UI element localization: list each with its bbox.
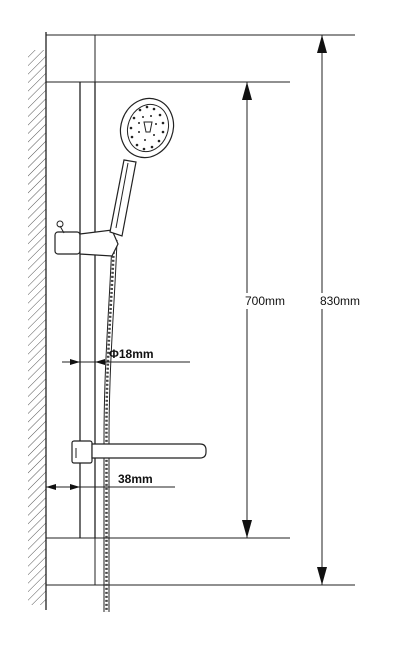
bottom-bracket [46, 537, 355, 586]
shower-head-center-logo [143, 121, 153, 133]
dimension-rail-diameter [62, 359, 190, 365]
wall-hatch [28, 50, 46, 605]
label-700mm: 700mm [245, 294, 285, 308]
slide-rail [79, 82, 96, 538]
shower-handle [109, 159, 137, 237]
dimension-830 [317, 35, 374, 585]
label-rail-diameter: Φ18mm [109, 347, 154, 361]
shower-head [119, 97, 175, 159]
wall [28, 32, 47, 610]
label-830mm: 830mm [320, 294, 360, 308]
shower-hose [103, 239, 118, 612]
dimension-700 [242, 82, 295, 538]
label-wall-offset: 38mm [118, 472, 153, 486]
soap-dish [71, 440, 207, 464]
top-bracket [46, 34, 355, 83]
slider-holder [54, 220, 119, 257]
spray-nozzles [129, 105, 165, 151]
dimension-wall-offset [46, 484, 175, 490]
